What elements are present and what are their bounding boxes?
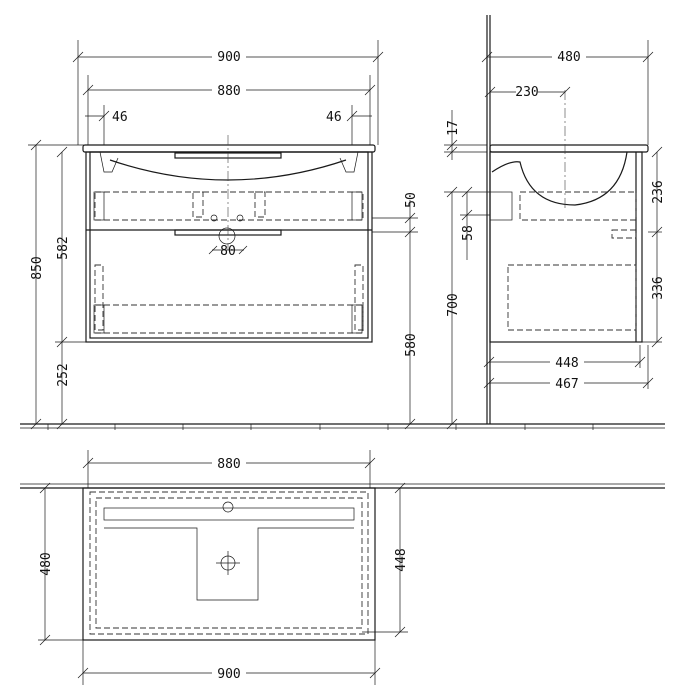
dim-side-236: 236	[651, 180, 666, 203]
dim-front-850: 850	[30, 256, 45, 279]
dim-front-582: 582	[56, 236, 71, 259]
dim-side-17: 17	[446, 120, 461, 136]
dim-side-700: 700	[446, 293, 461, 316]
dim-front-252: 252	[56, 363, 71, 386]
dim-side-58: 58	[461, 225, 476, 241]
dim-side-467: 467	[555, 377, 578, 392]
dim-plan-448: 448	[394, 548, 409, 571]
plan-view: 880 900 480 448	[20, 450, 665, 685]
dim-front-46-left: 46	[112, 110, 128, 125]
front-view: 900 880 46 46 80 850 582 252 50 580	[20, 40, 665, 430]
dim-front-880: 880	[217, 84, 240, 99]
dim-front-46-right: 46	[326, 110, 342, 125]
dim-plan-900: 900	[217, 667, 240, 682]
dim-plan-880: 880	[217, 457, 240, 472]
side-view: 480 230 17 58 700 236 336 448 467	[444, 15, 666, 430]
dim-plan-480: 480	[39, 552, 54, 575]
dim-side-480: 480	[557, 50, 580, 65]
dim-side-230: 230	[515, 85, 538, 100]
dim-front-80: 80	[220, 244, 236, 259]
dim-front-580: 580	[404, 333, 419, 356]
dim-front-900: 900	[217, 50, 240, 65]
dim-side-448: 448	[555, 356, 578, 371]
dim-side-336: 336	[651, 276, 666, 299]
dim-front-50: 50	[404, 192, 419, 208]
